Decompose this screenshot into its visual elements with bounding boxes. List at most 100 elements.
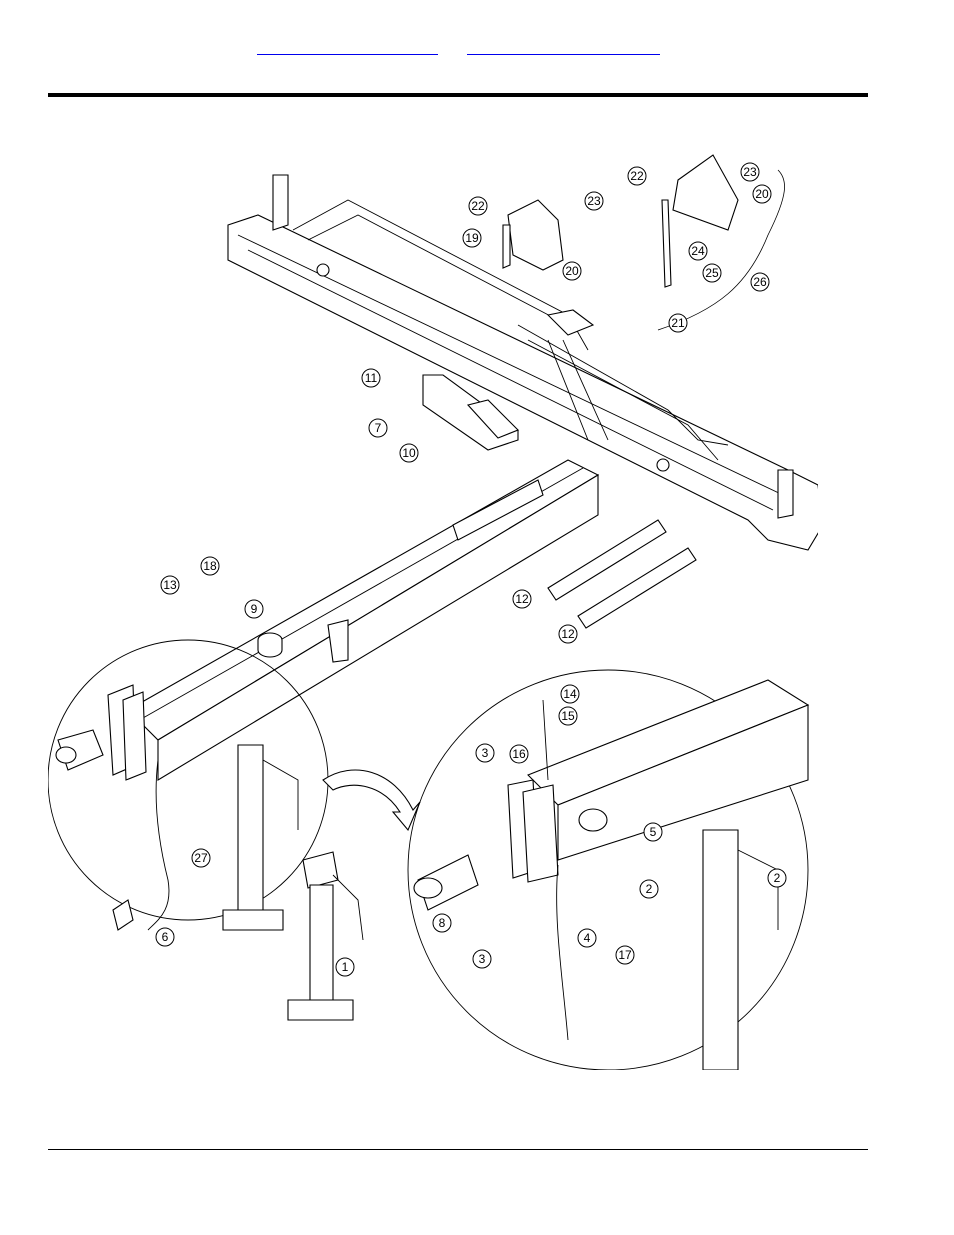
callout-label: 16 xyxy=(512,747,526,761)
callout-circle xyxy=(368,418,388,438)
callout-label: 3 xyxy=(482,746,489,760)
callout-label: 18 xyxy=(203,559,217,573)
callout-circle xyxy=(512,589,532,609)
hitch-detail-right xyxy=(407,669,810,1070)
tongue-assembly xyxy=(127,374,600,781)
callout-circle xyxy=(702,263,722,283)
callout-label: 26 xyxy=(753,275,767,289)
callout-label: 1 xyxy=(342,960,349,974)
callout-circle xyxy=(740,162,760,182)
callout-24: 24 xyxy=(688,241,708,261)
callout-circle xyxy=(509,744,529,764)
callout-circle xyxy=(752,184,772,204)
callout-9: 9 xyxy=(244,599,264,619)
callout-25: 25 xyxy=(702,263,722,283)
callout-22: 22 xyxy=(627,166,647,186)
callout-5: 5 xyxy=(643,822,663,842)
callout-label: 7 xyxy=(375,421,382,435)
callout-22: 22 xyxy=(468,196,488,216)
callout-label: 19 xyxy=(465,231,479,245)
callout-circle xyxy=(468,196,488,216)
callout-circle xyxy=(688,241,708,261)
callout-label: 17 xyxy=(618,948,632,962)
jack-standalone xyxy=(287,851,364,1021)
callout-16: 16 xyxy=(509,744,529,764)
callout-label: 22 xyxy=(471,199,485,213)
callout-label: 23 xyxy=(587,194,601,208)
callout-12: 12 xyxy=(558,624,578,644)
callout-label: 2 xyxy=(774,871,781,885)
callout-label: 2 xyxy=(646,882,653,896)
callout-2: 2 xyxy=(639,879,659,899)
callout-20: 20 xyxy=(752,184,772,204)
callout-circle xyxy=(432,913,452,933)
callout-label: 12 xyxy=(561,627,575,641)
callout-circle xyxy=(577,928,597,948)
callout-label: 8 xyxy=(439,916,446,930)
callout-label: 10 xyxy=(402,446,416,460)
callout-circle xyxy=(244,599,264,619)
callout-circle xyxy=(191,848,211,868)
callout-14: 14 xyxy=(560,684,580,704)
callout-18: 18 xyxy=(200,556,220,576)
callout-21: 21 xyxy=(668,313,688,333)
callout-4: 4 xyxy=(577,928,597,948)
header-link-right[interactable] xyxy=(467,40,660,55)
callout-17: 17 xyxy=(615,945,635,965)
callout-label: 21 xyxy=(671,316,685,330)
callout-circle xyxy=(335,957,355,977)
callout-circle xyxy=(668,313,688,333)
callout-circle xyxy=(155,927,175,947)
callout-10: 10 xyxy=(399,443,419,463)
hitch-detail-left xyxy=(48,639,329,931)
callout-label: 20 xyxy=(565,264,579,278)
callout-circle xyxy=(560,684,580,704)
splice-plates xyxy=(547,519,697,629)
callout-circle xyxy=(615,945,635,965)
detail-arrow xyxy=(322,769,421,832)
callout-3: 3 xyxy=(472,949,492,969)
callout-circle xyxy=(750,272,770,292)
callout-1: 1 xyxy=(335,957,355,977)
callout-circle xyxy=(767,868,787,888)
callout-label: 4 xyxy=(584,931,591,945)
callout-27: 27 xyxy=(191,848,211,868)
callout-label: 23 xyxy=(743,165,757,179)
callout-circle xyxy=(399,443,419,463)
callout-label: 24 xyxy=(691,244,705,258)
callout-label: 12 xyxy=(515,592,529,606)
callout-label: 25 xyxy=(705,266,719,280)
callout-group: 1223345678910111212131415161718192020212… xyxy=(155,162,787,977)
callout-circle xyxy=(200,556,220,576)
callout-circle xyxy=(361,368,381,388)
callout-26: 26 xyxy=(750,272,770,292)
callout-circle xyxy=(627,166,647,186)
callout-circle xyxy=(558,706,578,726)
callout-2: 2 xyxy=(767,868,787,888)
callout-label: 3 xyxy=(479,952,486,966)
hitch-assembly-diagram: 1223345678910111212131415161718192020212… xyxy=(48,154,818,1070)
callout-20: 20 xyxy=(562,261,582,281)
callout-label: 22 xyxy=(630,169,644,183)
main-frame xyxy=(227,174,818,551)
callout-label: 20 xyxy=(755,187,769,201)
callout-label: 14 xyxy=(563,687,577,701)
callout-circle xyxy=(475,743,495,763)
header-link-left[interactable] xyxy=(257,40,438,55)
callout-label: 15 xyxy=(561,709,575,723)
callout-circle xyxy=(462,228,482,248)
callout-12: 12 xyxy=(512,589,532,609)
callout-8: 8 xyxy=(432,913,452,933)
footer-rule xyxy=(48,1149,868,1150)
callout-label: 11 xyxy=(365,371,378,385)
callout-7: 7 xyxy=(368,418,388,438)
callout-circle xyxy=(643,822,663,842)
callout-circle xyxy=(160,575,180,595)
callout-13: 13 xyxy=(160,575,180,595)
callout-circle xyxy=(472,949,492,969)
callout-circle xyxy=(584,191,604,211)
callout-label: 13 xyxy=(163,578,177,592)
callout-label: 6 xyxy=(162,930,169,944)
callout-label: 27 xyxy=(194,851,208,865)
light-brackets xyxy=(502,154,785,331)
